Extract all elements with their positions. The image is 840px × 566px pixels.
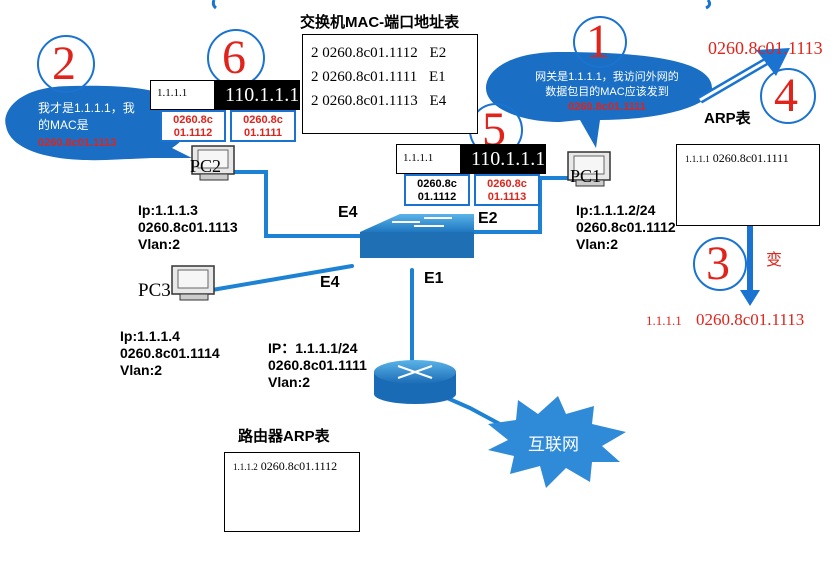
- pc1-info: Ip:1.1.1.2/24 0260.8c01.1112 Vlan:2: [576, 202, 676, 253]
- pc1-device: [567, 151, 611, 187]
- link-pc2-switch: [230, 170, 374, 238]
- switch-table-title: 交换机MAC-端口地址表: [300, 14, 460, 31]
- internet-cloud: [488, 396, 626, 488]
- pc1-ip: Ip:1.1.1.2/24: [576, 202, 656, 218]
- pc3-info: Ip:1.1.1.4 0260.8c01.1114 Vlan:2: [120, 328, 220, 379]
- frame-arc-right: [705, 0, 712, 10]
- pc2-name: PC2: [190, 156, 222, 176]
- arp-change-entry: 1.1.1.1 0260.8c01.1113: [646, 310, 805, 329]
- packet-right-src-ip: 1.1.1.1: [396, 144, 462, 174]
- pc1-speech-bubble: [486, 52, 712, 148]
- switch-table-row-2: 2 0260.8c01.1111 E1: [311, 69, 446, 85]
- port-e4-pc2: E4: [338, 204, 358, 221]
- pc3-ip: Ip:1.1.1.4: [120, 328, 180, 344]
- router-info: IP：1.1.1.1/24 0260.8c01.1111 Vlan:2: [268, 340, 367, 391]
- top-mac-label: 0260.8c01.1113: [708, 38, 823, 58]
- pc2-speech-bubble: [5, 85, 192, 161]
- pc2-ip: Ip:1.1.1.3: [138, 202, 198, 218]
- link-pc3-switch: [210, 264, 354, 292]
- pc2-info: Ip:1.1.1.3 0260.8c01.1113 Vlan:2: [138, 202, 238, 253]
- step-6-label: 6: [222, 31, 246, 84]
- step-circle-3: [693, 237, 747, 291]
- step-4-label: 4: [774, 69, 798, 122]
- pc3-vlan: Vlan:2: [120, 362, 163, 378]
- pc2-vlan: Vlan:2: [138, 236, 181, 252]
- router-arp-title: 路由器ARP表: [238, 428, 330, 445]
- pc1-arp-entry: 1.1.1.1 0260.8c01.1111: [685, 151, 789, 165]
- router-mac: 0260.8c01.1111: [268, 357, 367, 373]
- arrow-to-top-mac: [697, 48, 790, 104]
- internet-label: 互联网: [528, 435, 579, 455]
- pc2-device: [191, 145, 235, 181]
- router-vlan: Vlan:2: [268, 374, 311, 390]
- step-circle-4: [760, 68, 816, 124]
- router-arp-entry: 1.1.1.2 0260.8c01.1112: [233, 459, 338, 473]
- packet-right-dst-ip: 110.1.1.1: [460, 144, 546, 174]
- packet-left-cell-2: 0260.8c 01.1111: [230, 110, 296, 142]
- step-3-label: 3: [706, 237, 730, 290]
- step-1-label: 1: [586, 15, 610, 68]
- switch-device: [360, 214, 474, 258]
- packet-left-src-ip: 1.1.1.1: [150, 80, 216, 110]
- pc3-name: PC3: [138, 280, 171, 301]
- switch-table-row-3: 2 0260.8c01.1113 E4: [311, 93, 447, 109]
- arp-change-label: 变: [766, 250, 783, 269]
- step-circle-1: [573, 16, 627, 68]
- port-e1-router: E1: [424, 270, 444, 287]
- pc1-name: PC1: [570, 166, 602, 186]
- frame-arc-left: [211, 0, 217, 10]
- pc1-mac: 0260.8c01.1112: [576, 219, 676, 235]
- link-pc1-switch: [470, 176, 570, 234]
- router-arp-table: 1.1.1.2 0260.8c01.1112: [224, 452, 360, 532]
- port-e2-pc1: E2: [478, 210, 498, 227]
- router-ip: IP：1.1.1.1/24: [268, 340, 358, 356]
- step-2-label: 2: [52, 37, 76, 90]
- pc2-bubble-text: 我才是1.1.1.1，我的MAC是 0260.8c01.1113: [38, 101, 135, 149]
- pc3-device: [171, 265, 215, 301]
- switch-table-row-1: 2 0260.8c01.1112 E2: [311, 45, 447, 61]
- packet-left-dst-ip: 110.1.1.1: [214, 80, 300, 110]
- packet-right-cell-2: 0260.8c 01.1113: [474, 174, 540, 206]
- arp-table-title: ARP表: [704, 110, 751, 127]
- pc1-arp-table: 1.1.1.1 0260.8c01.1111: [676, 144, 820, 226]
- step-circle-2: [37, 35, 95, 93]
- pc2-mac: 0260.8c01.1113: [138, 219, 238, 235]
- router-device: [374, 360, 456, 404]
- packet-right-cell-1: 0260.8c 01.1112: [404, 174, 470, 206]
- packet-left-cell-1: 0260.8c 01.1112: [160, 110, 226, 142]
- arrow-arp-change: [740, 176, 760, 306]
- pc3-mac: 0260.8c01.1114: [120, 345, 220, 361]
- pc1-vlan: Vlan:2: [576, 236, 619, 252]
- switch-mac-table: 2 0260.8c01.1112 E2 2 0260.8c01.1111 E1 …: [302, 34, 478, 134]
- port-e4-pc3: E4: [320, 274, 340, 291]
- pc1-bubble-text: 网关是1.1.1.1，我访问外网的数据包目的MAC应该发到 0260.8c01.…: [535, 71, 679, 113]
